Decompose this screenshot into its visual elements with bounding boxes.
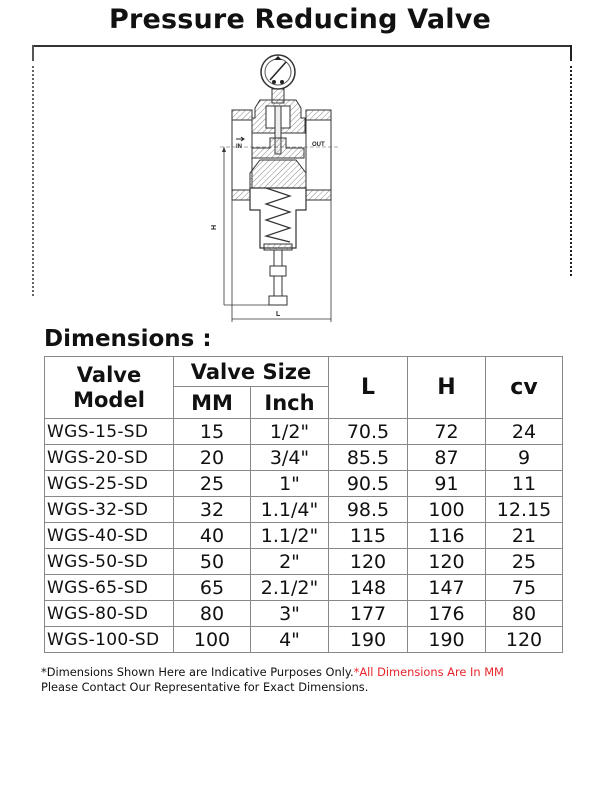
cell-inch: 1.1/2" <box>250 522 329 549</box>
table-row: WGS-15-SD 15 1/2" 70.5 72 24 <box>44 418 563 445</box>
cell-h: 91 <box>407 470 486 497</box>
cell-h: 190 <box>407 626 486 653</box>
drawing-frame-top-border <box>32 45 572 47</box>
valve-cross-section-drawing: IN OUT H L <box>211 54 338 322</box>
drawing-frame-right-border <box>570 45 572 61</box>
cell-model: WGS-65-SD <box>44 574 174 601</box>
cell-l: 98.5 <box>328 496 408 523</box>
cell-h: 72 <box>407 418 486 445</box>
header-valve-size: Valve Size <box>173 356 329 387</box>
cell-l: 177 <box>328 600 408 627</box>
footnote-line-2: Please Contact Our Representative for Ex… <box>41 680 369 694</box>
dimension-l-label: L <box>276 311 281 318</box>
table-row: WGS-50-SD 50 2" 120 120 25 <box>44 548 563 575</box>
cell-inch: 1" <box>250 470 329 497</box>
cell-l: 115 <box>328 522 408 549</box>
cell-h: 147 <box>407 574 486 601</box>
cell-mm: 40 <box>173 522 251 549</box>
cell-h: 176 <box>407 600 486 627</box>
cell-l: 90.5 <box>328 470 408 497</box>
cell-cv: 24 <box>485 418 563 445</box>
cell-mm: 50 <box>173 548 251 575</box>
cell-inch: 1.1/4" <box>250 496 329 523</box>
cell-cv: 21 <box>485 522 563 549</box>
cell-mm: 65 <box>173 574 251 601</box>
table-row: WGS-65-SD 65 2.1/2" 148 147 75 <box>44 574 563 601</box>
cell-model: WGS-80-SD <box>44 600 174 627</box>
table-row: WGS-80-SD 80 3" 177 176 80 <box>44 600 563 627</box>
header-l: L <box>328 356 408 419</box>
cell-inch: 2" <box>250 548 329 575</box>
cell-inch: 4" <box>250 626 329 653</box>
footnote: *Dimensions Shown Here are Indicative Pu… <box>41 665 504 695</box>
cell-model: WGS-32-SD <box>44 496 174 523</box>
cell-l: 190 <box>328 626 408 653</box>
cell-mm: 100 <box>173 626 251 653</box>
cell-cv: 25 <box>485 548 563 575</box>
outlet-label: OUT <box>312 142 325 148</box>
header-h: H <box>407 356 486 419</box>
cell-mm: 15 <box>173 418 251 445</box>
cell-inch: 2.1/2" <box>250 574 329 601</box>
pressure-gauge-icon <box>260 54 296 90</box>
header-valve-model: Valve Model <box>44 356 174 419</box>
units-note: *All Dimensions Are In MM <box>353 665 504 679</box>
cell-cv: 80 <box>485 600 563 627</box>
cell-h: 116 <box>407 522 486 549</box>
cell-inch: 1/2" <box>250 418 329 445</box>
cell-mm: 20 <box>173 444 251 471</box>
table-row: WGS-40-SD 40 1.1/2" 115 116 21 <box>44 522 563 549</box>
drawing-frame-left-border <box>32 45 34 61</box>
cell-l: 70.5 <box>328 418 408 445</box>
table-row: WGS-25-SD 25 1" 90.5 91 11 <box>44 470 563 497</box>
cell-l: 120 <box>328 548 408 575</box>
cell-model: WGS-25-SD <box>44 470 174 497</box>
cell-mm: 32 <box>173 496 251 523</box>
cell-mm: 25 <box>173 470 251 497</box>
table-row: WGS-32-SD 32 1.1/4" 98.5 100 12.15 <box>44 496 563 523</box>
header-inch: Inch <box>250 386 329 419</box>
dimension-h-label: H <box>211 225 218 230</box>
footnote-line-1: *Dimensions Shown Here are Indicative Pu… <box>41 665 504 680</box>
header-valve-model-line1: Valve <box>76 362 142 387</box>
cell-l: 148 <box>328 574 408 601</box>
drawing-frame-left-dotted-line <box>32 66 34 296</box>
page-title: Pressure Reducing Valve <box>108 4 492 35</box>
cell-h: 100 <box>407 496 486 523</box>
cell-model: WGS-15-SD <box>44 418 174 445</box>
cell-h: 87 <box>407 444 486 471</box>
cell-l: 85.5 <box>328 444 408 471</box>
cell-cv: 11 <box>485 470 563 497</box>
dimensions-section-title: Dimensions : <box>44 326 212 352</box>
cell-model: WGS-50-SD <box>44 548 174 575</box>
cell-cv: 120 <box>485 626 563 653</box>
cell-inch: 3" <box>250 600 329 627</box>
cell-inch: 3/4" <box>250 444 329 471</box>
drawing-frame-right-dotted-line <box>570 66 572 276</box>
cell-cv: 75 <box>485 574 563 601</box>
cell-h: 120 <box>407 548 486 575</box>
cell-mm: 80 <box>173 600 251 627</box>
cell-cv: 9 <box>485 444 563 471</box>
header-cv: cv <box>485 356 563 419</box>
cell-model: WGS-20-SD <box>44 444 174 471</box>
cell-model: WGS-40-SD <box>44 522 174 549</box>
header-valve-model-line2: Model <box>73 387 145 412</box>
table-row: WGS-100-SD 100 4" 190 190 120 <box>44 626 563 653</box>
cell-cv: 12.15 <box>485 496 563 523</box>
dimensions-table: Valve Model Valve Size L H cv MM Inch WG… <box>44 356 563 653</box>
indicative-disclaimer: *Dimensions Shown Here are Indicative Pu… <box>41 665 354 679</box>
cell-model: WGS-100-SD <box>44 626 174 653</box>
table-row: WGS-20-SD 20 3/4" 85.5 87 9 <box>44 444 563 471</box>
header-mm: MM <box>173 386 251 419</box>
